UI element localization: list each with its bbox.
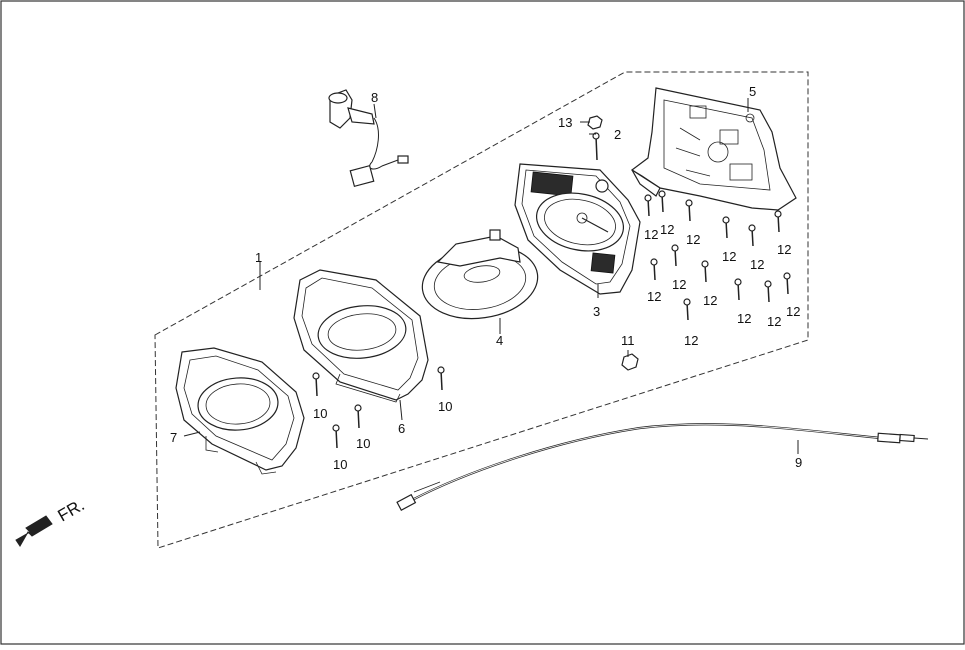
callout-10b: 10 (356, 436, 370, 451)
callout-12b: 12 (660, 222, 674, 237)
meter-assembly-part (514, 163, 641, 295)
callout-10d: 10 (438, 399, 452, 414)
callout-2: 2 (614, 127, 621, 142)
front-direction-indicator: FR. (15, 495, 88, 547)
callout-12g: 12 (672, 277, 686, 292)
ring-frame-part (421, 229, 539, 320)
leader-lines (183, 98, 799, 454)
callout-labels: 1 2 3 4 5 6 7 8 9 10 10 10 10 11 12 12 1… (170, 84, 802, 472)
front-direction-label: FR. (55, 495, 88, 525)
callout-4: 4 (496, 333, 503, 348)
callout-5: 5 (749, 84, 756, 99)
callout-12m: 12 (684, 333, 698, 348)
callout-12d: 12 (722, 249, 736, 264)
callout-12i: 12 (703, 293, 717, 308)
callout-12l: 12 (786, 304, 800, 319)
callout-12k: 12 (767, 314, 781, 329)
callout-12a: 12 (644, 227, 658, 242)
callout-12j: 12 (737, 311, 751, 326)
callout-12c: 12 (686, 232, 700, 247)
screw-12-group (644, 190, 791, 321)
callout-7: 7 (170, 430, 177, 445)
speed-sensor-part (328, 89, 409, 188)
callout-3: 3 (593, 304, 600, 319)
callout-12e: 12 (750, 257, 764, 272)
front-cover-part (175, 347, 305, 475)
screw-part (592, 132, 600, 161)
speedometer-cable-part (396, 423, 929, 511)
callout-9: 9 (795, 455, 802, 470)
callout-12f: 12 (777, 242, 791, 257)
callout-10a: 10 (313, 406, 327, 421)
nut-part (587, 115, 603, 130)
front-arrow-icon (15, 515, 53, 547)
bezel-part (293, 269, 429, 403)
callout-6: 6 (398, 421, 405, 436)
callout-13: 13 (558, 115, 572, 130)
nut-11-part (621, 353, 639, 371)
callout-8: 8 (371, 90, 378, 105)
callout-11: 11 (621, 333, 635, 348)
back-housing-part (630, 87, 797, 211)
assembly-boundary (154, 71, 809, 549)
callout-1: 1 (255, 250, 262, 265)
callout-12h: 12 (647, 289, 661, 304)
screw-10-group (312, 366, 445, 449)
callout-10c: 10 (333, 457, 347, 472)
